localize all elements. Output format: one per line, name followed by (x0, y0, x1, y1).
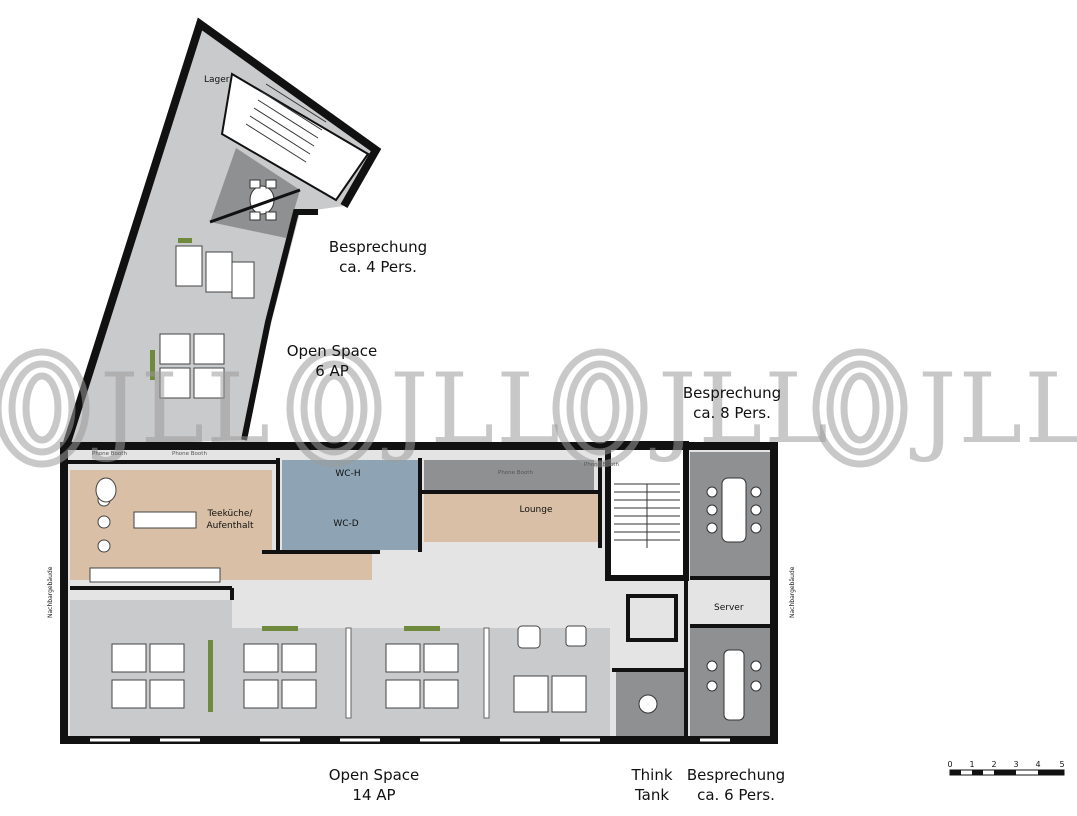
wing-plant-2 (150, 350, 155, 380)
phone-booth-label-2: Phone Booth (172, 451, 207, 457)
label-server: Server (714, 603, 744, 613)
lounge-floor (424, 460, 594, 492)
label-think-tank-line2: Tank (634, 786, 669, 804)
kitchen-counter (89, 567, 221, 583)
label-besprechung-6-line1: Besprechung (687, 766, 785, 784)
label-wc-h: WC-H (335, 469, 360, 479)
watermark-text-2: JLL (381, 353, 562, 465)
scale-tick-4: 4 (1035, 760, 1040, 769)
label-nachbar-right: Nachbargebäude (789, 566, 796, 618)
lounge-floor-wood (424, 492, 600, 542)
label-open-space-6-line1: Open Space (287, 342, 378, 360)
wing-east-wall (241, 209, 318, 441)
main-stair-treads (614, 483, 680, 548)
label-besprechung-8-line2: ca. 8 Pers. (693, 404, 771, 422)
corridor-floor (232, 586, 612, 628)
open-space-partitions (345, 627, 490, 719)
open-space-desk-cluster-3 (385, 643, 459, 709)
label-open-space-6-line2: 6 AP (315, 362, 349, 380)
watermark-text-1: JLL (91, 353, 272, 465)
think-tank-table (638, 694, 658, 714)
label-open-space-14-line1: Open Space (329, 766, 420, 784)
main-outer-wall (60, 442, 778, 744)
label-open-space-14-line2: 14 AP (352, 786, 395, 804)
scale-tick-2: 2 (991, 760, 996, 769)
wing-desk-cluster-1 (175, 245, 255, 299)
wing-plant-1 (178, 238, 192, 243)
kitchen-lounge-chair (95, 477, 117, 503)
wing-desk-cluster-2 (159, 333, 225, 399)
lager-label: Lager (204, 75, 230, 85)
label-besprechung-4-line2: ca. 4 Pers. (339, 258, 417, 276)
phone-booth-label-4: Phone Booth (584, 462, 619, 468)
wc-floor-wood (272, 550, 372, 580)
scale-bar: 0 1 2 3 4 5 (947, 760, 1065, 776)
watermark-text-4: JLL (909, 353, 1077, 465)
wing-meeting-wall (209, 188, 301, 224)
scale-tick-5: 5 (1059, 760, 1064, 769)
watermark-text-3: JLL (649, 353, 830, 465)
watermark-rings-4 (812, 348, 908, 468)
label-nachbar-left: Nachbargebäude (47, 566, 54, 618)
label-think-tank-line1: Think (630, 766, 672, 784)
phone-booth-label-1: Phone Booth (92, 451, 127, 457)
label-besprechung-8-line1: Besprechung (683, 384, 781, 402)
wing-stair-core (220, 72, 370, 202)
open-space-desk-cluster-2 (243, 643, 317, 709)
wing-stair-treads (245, 83, 327, 163)
scale-tick-3: 3 (1013, 760, 1018, 769)
wc-floor (282, 460, 420, 550)
interior-walls (68, 444, 770, 740)
meeting-table-8 (706, 477, 762, 543)
label-teekueche-line1: Teeküche/ (207, 509, 254, 519)
kitchen-floor-2 (232, 470, 272, 580)
label-wc-d: WC-D (333, 519, 358, 529)
watermark-rings-3 (552, 348, 648, 468)
label-besprechung-6-line2: ca. 6 Pers. (697, 786, 775, 804)
open-space-lounge-chairs (517, 625, 587, 649)
label-besprechung-4-line1: Besprechung (329, 238, 427, 256)
label-teekueche-line2: Aufenthalt (206, 521, 254, 531)
wing-outer-wall (62, 17, 382, 448)
watermark: JLL JLL JLL JLL (0, 348, 1077, 468)
scale-tick-1: 1 (969, 760, 974, 769)
open-space-desk-cluster-4 (513, 675, 587, 713)
elevator (626, 594, 678, 642)
phone-booth-label-3: Phone Booth (498, 470, 533, 476)
watermark-rings-1 (0, 348, 90, 468)
server-room-floor (694, 582, 766, 622)
label-lounge: Lounge (519, 505, 552, 515)
open-space-plants (208, 626, 440, 712)
watermark-rings-2 (286, 348, 382, 468)
meeting-table-6 (706, 649, 762, 721)
scale-tick-0: 0 (947, 760, 952, 769)
open-space-desk-cluster-1 (111, 643, 185, 709)
